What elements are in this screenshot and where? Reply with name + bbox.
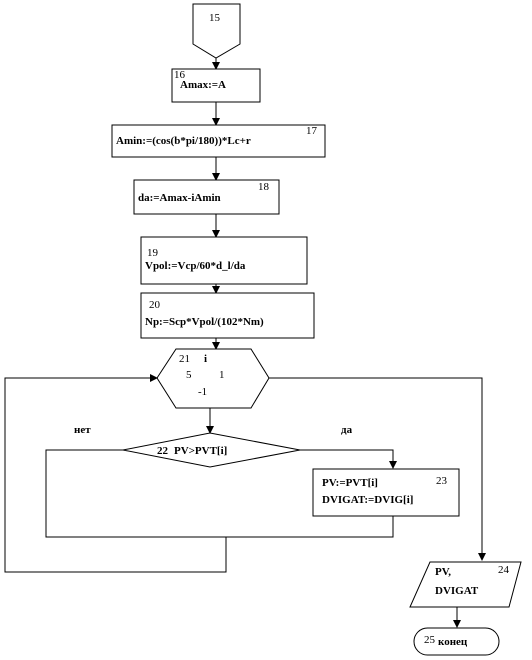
process-block-23: 23 PV:=PVT[i] DVIGAT:=DVIG[i] bbox=[312, 468, 460, 517]
loop-block-21: 21 i 5 1 -1 bbox=[156, 348, 270, 409]
process-block-20: 20 Np:=Scp*Vpol/(102*Nm) bbox=[140, 292, 315, 339]
block-23-line1: PV:=PVT[i] bbox=[322, 477, 378, 489]
terminal-block-25: 25 конец bbox=[413, 627, 500, 656]
block-18-text: da:=Amax-iAmin bbox=[138, 192, 221, 204]
process-block-17: 17 Amin:=(cos(b*pi/180))*Lc+r bbox=[111, 124, 326, 158]
block-16-text: Amax:=A bbox=[180, 79, 226, 91]
process-block-16: 16 Amax:=A bbox=[171, 68, 261, 103]
loop-21-var: i bbox=[204, 353, 207, 365]
block-20-text: Np:=Scp*Vpol/(102*Nm) bbox=[145, 316, 264, 328]
terminal-25-number: 25 bbox=[424, 634, 436, 646]
output-24-line2: DVIGAT bbox=[435, 585, 479, 597]
block-17-text: Amin:=(cos(b*pi/180))*Lc+r bbox=[116, 135, 251, 147]
output-24-number: 24 bbox=[498, 564, 510, 576]
output-block-24: 24 PV, DVIGAT bbox=[409, 561, 522, 608]
loop-21-step: -1 bbox=[198, 386, 207, 398]
process-block-19: 19 Vpol:=Vcp/60*d_l/da bbox=[140, 236, 308, 285]
decision-yes-label: да bbox=[341, 424, 353, 436]
block-16-number: 16 bbox=[174, 69, 186, 81]
decision-no-label: нет bbox=[74, 424, 91, 436]
loop-21-number: 21 bbox=[179, 353, 190, 365]
block-17-number: 17 bbox=[306, 125, 318, 137]
arrow-22-23-yes bbox=[300, 449, 397, 469]
block-18-number: 18 bbox=[258, 181, 270, 193]
block-20-number: 20 bbox=[149, 299, 161, 311]
decision-block-22: 22 PV>PVT[i] bbox=[122, 432, 301, 468]
merge-line bbox=[45, 449, 394, 538]
loop-21-from: 5 bbox=[186, 369, 192, 381]
loop-21-to: 1 bbox=[219, 369, 225, 381]
offpage-connector-15: 15 bbox=[192, 3, 241, 59]
decision-22-text: PV>PVT[i] bbox=[174, 445, 227, 457]
terminal-25-text: конец bbox=[438, 636, 468, 648]
output-24-line1: PV, bbox=[435, 566, 451, 578]
block-19-number: 19 bbox=[147, 247, 159, 259]
decision-22-number: 22 bbox=[157, 445, 169, 457]
loop-exit-line bbox=[269, 377, 486, 561]
loop-return-line bbox=[4, 374, 227, 573]
process-block-18: 18 da:=Amax-iAmin bbox=[133, 179, 280, 215]
block-23-line2: DVIGAT:=DVIG[i] bbox=[322, 494, 413, 506]
connector-15-number: 15 bbox=[209, 12, 221, 24]
block-23-number: 23 bbox=[436, 475, 448, 487]
block-19-text: Vpol:=Vcp/60*d_l/da bbox=[145, 260, 246, 272]
